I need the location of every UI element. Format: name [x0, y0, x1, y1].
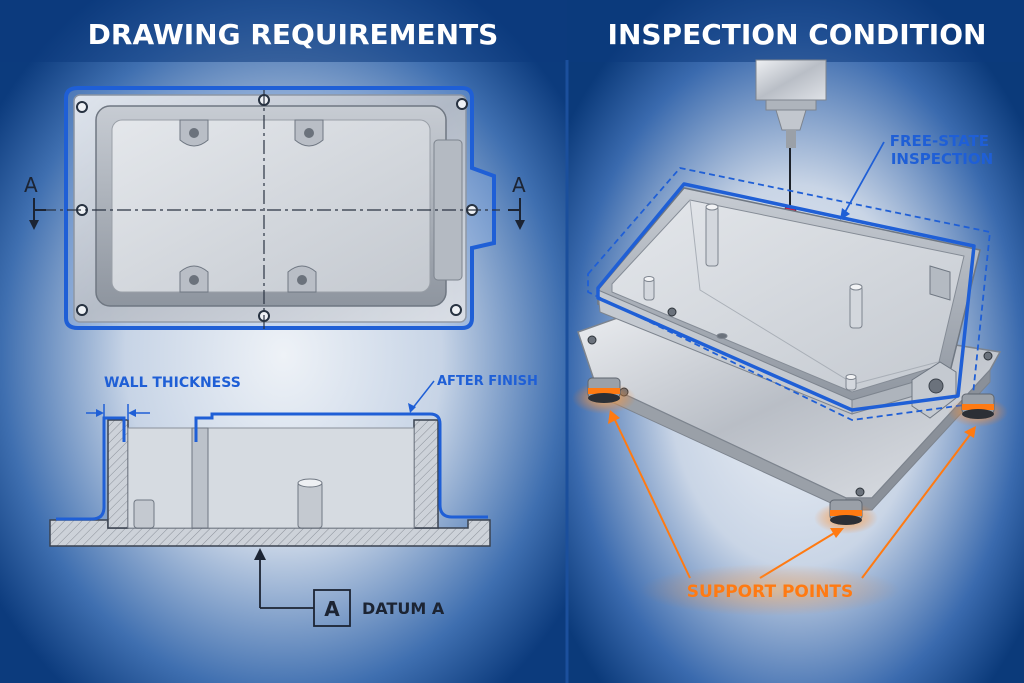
- side-boss-hole: [928, 378, 944, 394]
- support-points-label: SUPPORT POINTS: [687, 582, 854, 602]
- section-wall-right: [413, 419, 439, 529]
- pocket-edges: [689, 199, 939, 385]
- lug-mounts: [179, 119, 324, 293]
- svg-text:A: A: [512, 173, 526, 197]
- free-state-dashed-outline: [587, 167, 991, 421]
- free-state-leader: [840, 141, 885, 220]
- mounting-holes: [76, 94, 478, 322]
- free-state-solid-outline: [596, 182, 976, 412]
- section-rib: [191, 427, 209, 529]
- section-interior: [127, 427, 415, 529]
- datum-box: [313, 589, 351, 627]
- free-state-label-line2: INSPECTION: [891, 150, 993, 168]
- pocket-posts: [643, 203, 863, 391]
- section-post-small: [133, 499, 155, 529]
- datum-symbol: A: [324, 597, 340, 621]
- pocket-floor: [111, 119, 431, 293]
- after-finish-leader: [408, 380, 435, 413]
- svg-text:A: A: [24, 173, 38, 197]
- wall-thickness-dimension: [86, 404, 150, 420]
- section-marker-right: A: [508, 173, 526, 230]
- free-state-label: FREE-STATE INSPECTION: [890, 132, 995, 168]
- title-band: [0, 0, 1024, 62]
- after-finish-profile: [56, 412, 488, 521]
- section-view: WALL THICKNESS AFTER FINISH A DATUM A: [49, 374, 538, 627]
- section-marker-left: A: [24, 173, 46, 230]
- inspection-view: SUPPORT POINTS FREE-STATE INSPECTION: [572, 59, 1008, 616]
- support-points: [572, 377, 1008, 534]
- free-state-label-line1: FREE-STATE: [890, 132, 989, 150]
- datum-label: DATUM A: [362, 599, 445, 618]
- wall-thickness-label: WALL THICKNESS: [104, 375, 241, 391]
- plan-view: A A: [24, 86, 526, 332]
- side-bracket: [929, 265, 951, 301]
- section-post-tall: [297, 481, 323, 529]
- datum-leader: [254, 548, 314, 609]
- support-label-glow: [640, 564, 900, 616]
- after-finish-label: AFTER FINISH: [437, 374, 538, 389]
- left-title: DRAWING REQUIREMENTS: [88, 18, 499, 51]
- right-title: INSPECTION CONDITION: [608, 18, 987, 51]
